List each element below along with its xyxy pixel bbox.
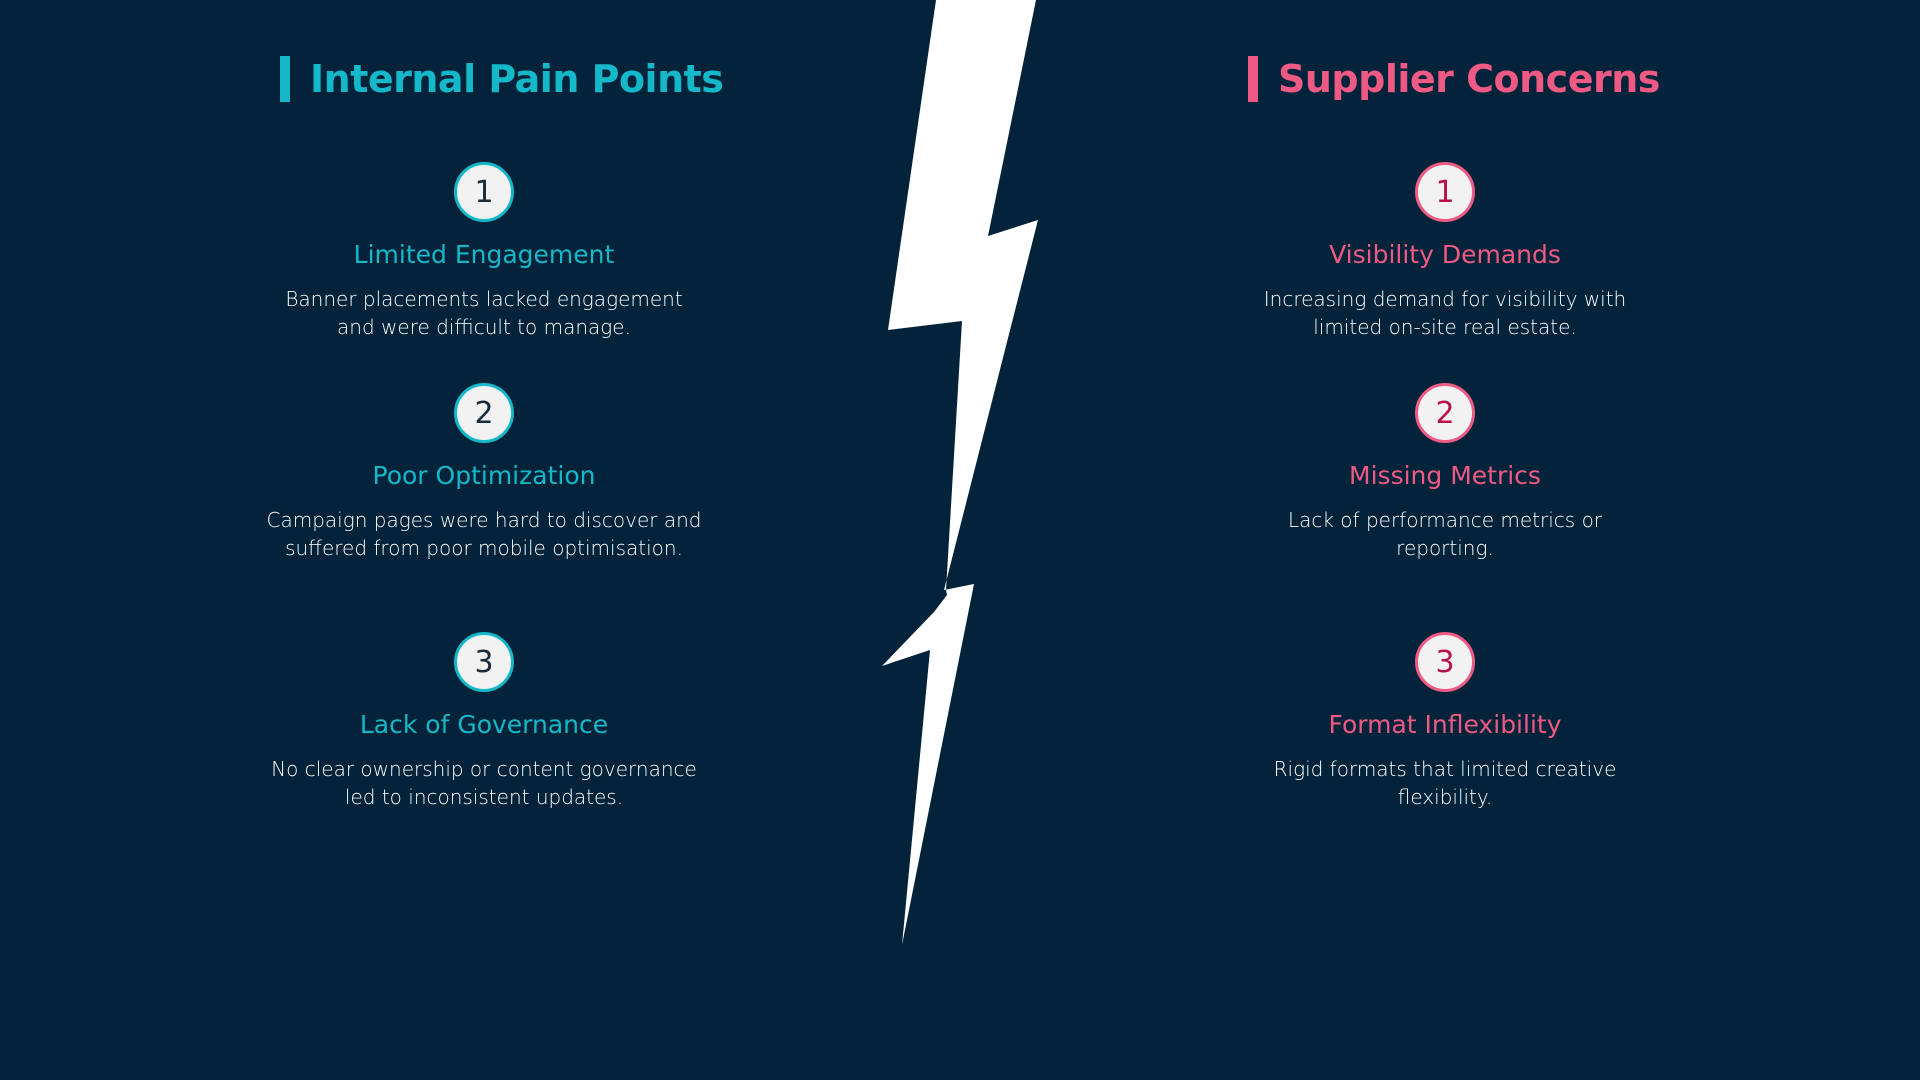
item-description: No clear ownership or content governance… bbox=[271, 757, 697, 809]
item-title: Format Inflexibility bbox=[1328, 710, 1562, 739]
heading-accent-bar bbox=[1248, 56, 1258, 102]
item-description: Campaign pages were hard to discover and… bbox=[266, 508, 702, 560]
list-item: 1 Visibility Demands Increasing demand f… bbox=[1185, 162, 1705, 341]
list-item: 2 Poor Optimization Campaign pages were … bbox=[224, 383, 744, 562]
number-badge: 2 bbox=[454, 383, 514, 443]
section-heading: Internal Pain Points bbox=[280, 56, 724, 102]
item-title: Visibility Demands bbox=[1329, 240, 1561, 269]
item-description: Increasing demand for visibility with li… bbox=[1263, 287, 1627, 339]
list-item: 1 Limited Engagement Banner placements l… bbox=[224, 162, 744, 341]
item-description: Lack of performance metrics or reporting… bbox=[1287, 508, 1603, 560]
number-badge: 3 bbox=[454, 632, 514, 692]
item-title: Missing Metrics bbox=[1349, 461, 1541, 490]
number-badge: 3 bbox=[1415, 632, 1475, 692]
list-item: 3 Format Inflexibility Rigid formats tha… bbox=[1185, 632, 1705, 811]
item-description: Rigid formats that limited creative flex… bbox=[1273, 757, 1617, 809]
section-title: Supplier Concerns bbox=[1278, 57, 1660, 101]
section-title: Internal Pain Points bbox=[310, 57, 724, 101]
heading-accent-bar bbox=[280, 56, 290, 102]
list-item: 3 Lack of Governance No clear ownership … bbox=[224, 632, 744, 811]
section-heading: Supplier Concerns bbox=[1248, 56, 1660, 102]
number-badge: 2 bbox=[1415, 383, 1475, 443]
item-title: Lack of Governance bbox=[359, 710, 609, 739]
item-title: Poor Optimization bbox=[372, 461, 596, 490]
number-badge: 1 bbox=[1415, 162, 1475, 222]
number-badge: 1 bbox=[454, 162, 514, 222]
item-description: Banner placements lacked engagement and … bbox=[285, 287, 683, 339]
item-title: Limited Engagement bbox=[353, 240, 615, 269]
list-item: 2 Missing Metrics Lack of performance me… bbox=[1185, 383, 1705, 562]
